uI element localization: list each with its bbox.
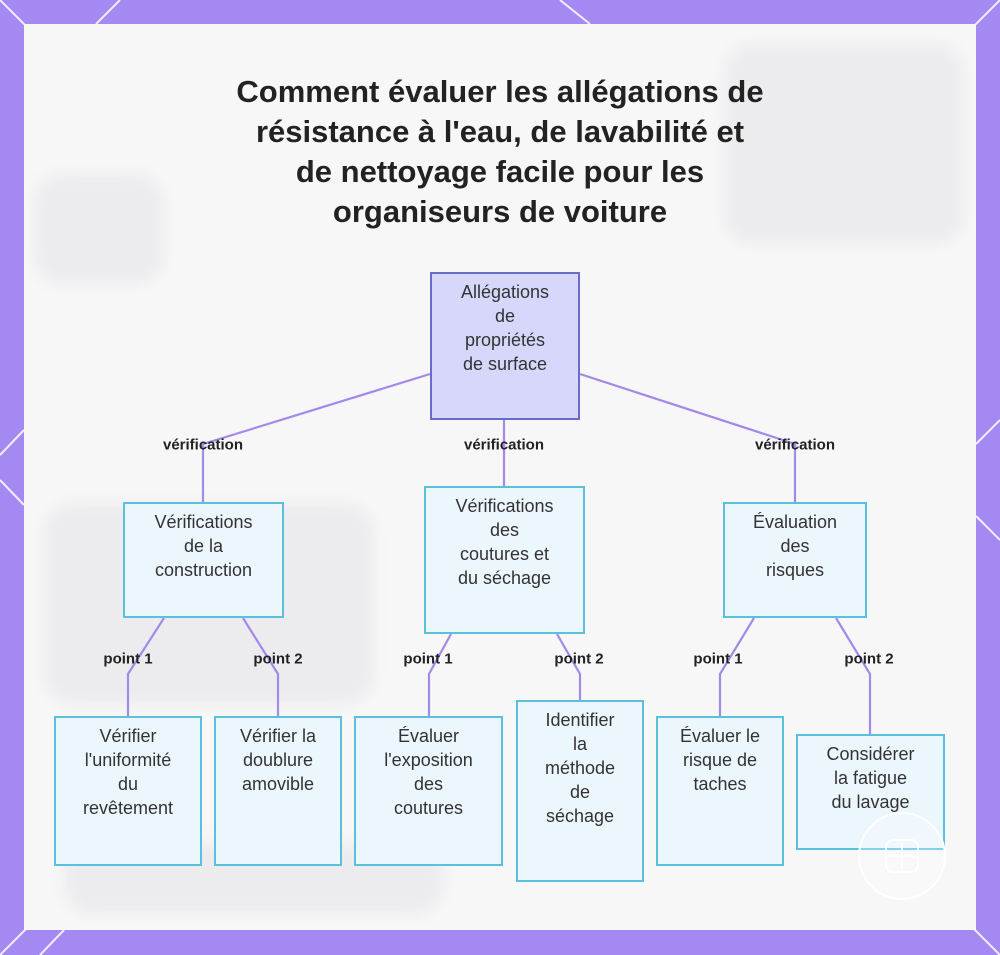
node-label-line: des — [489, 520, 520, 540]
node-label-line: Vérifications — [455, 496, 554, 516]
edge-label-point-1: point 1 — [693, 650, 743, 668]
node-label-line: Évaluation — [752, 512, 838, 532]
title-line: organiseurs de voiture — [332, 194, 668, 229]
node-coating-uniformity: Vérifier l'uniformité du revêtement — [54, 716, 202, 866]
node-label-line: risque de — [682, 750, 758, 770]
node-label-line: du séchage — [457, 568, 552, 588]
node-label-line: coutures — [393, 798, 464, 818]
diagram-title: Comment évaluer les allégations de résis… — [24, 72, 976, 232]
node-label-line: Évaluer le — [679, 726, 761, 746]
node-label-line: amovible — [241, 774, 315, 794]
node-label-line: de — [494, 306, 516, 326]
node-label-line: Vérifications — [154, 512, 253, 532]
node-label-line: la — [572, 734, 587, 754]
node-label-line: du — [117, 774, 139, 794]
node-label-line: Considérer — [826, 744, 915, 764]
node-risk-assessment: Évaluation des risques — [723, 502, 867, 618]
node-label-line: du lavage — [831, 792, 910, 812]
node-seam-exposure: Évaluer l'exposition des coutures — [354, 716, 503, 866]
node-label-line: Évaluer — [397, 726, 460, 746]
node-label-line: taches — [693, 774, 747, 794]
node-label-line: méthode — [544, 758, 616, 778]
node-label-line: de surface — [462, 354, 548, 374]
node-label-line: Allégations — [460, 282, 550, 302]
edge-label-point-2: point 2 — [844, 650, 894, 668]
edge-label-point-2: point 2 — [554, 650, 604, 668]
node-seam-drying-checks: Vérifications des coutures et du séchage — [424, 486, 585, 634]
node-drying-method: Identifier la méthode de séchage — [516, 700, 644, 882]
edge-seams-drying — [556, 633, 582, 700]
edge-root-construction — [201, 372, 431, 502]
node-label-line: revêtement — [82, 798, 174, 818]
edge-label-point-1: point 1 — [403, 650, 453, 668]
node-stain-risk: Évaluer le risque de taches — [656, 716, 784, 866]
edge-label-point-2: point 2 — [253, 650, 303, 668]
node-label-line: construction — [154, 560, 253, 580]
node-label-line: de la — [183, 536, 224, 556]
logo-badge — [858, 812, 946, 900]
edge-seams-exposure — [427, 633, 452, 716]
grid-app-icon — [885, 839, 919, 873]
node-label-line: de — [569, 782, 591, 802]
node-label-line: risques — [765, 560, 825, 580]
node-label-line: l'exposition — [384, 750, 473, 770]
node-label-line: doublure — [242, 750, 314, 770]
node-label-line: Vérifier — [99, 726, 157, 746]
node-construction-checks: Vérifications de la construction — [123, 502, 284, 618]
connector-lines — [126, 372, 872, 734]
edge-label-verification: vérification — [162, 436, 244, 454]
edge-root-risks — [579, 372, 797, 502]
node-label-line: des — [413, 774, 444, 794]
edge-label-verification: vérification — [754, 436, 836, 454]
node-surface-claims: Allégations de propriétés de surface — [430, 272, 580, 420]
node-label-line: Identifier — [545, 710, 615, 730]
node-label-line: la fatigue — [833, 768, 908, 788]
edge-risks-stains — [718, 617, 755, 716]
edge-construction-coating — [126, 617, 165, 716]
title-line: Comment évaluer les allégations de — [236, 74, 764, 109]
title-line: résistance à l'eau, de lavabilité et — [255, 114, 745, 149]
diagram-card: Comment évaluer les allégations de résis… — [24, 24, 976, 930]
title-line: de nettoyage facile pour les — [295, 154, 705, 189]
node-label-line: des — [780, 536, 810, 556]
node-label-line: coutures et — [459, 544, 550, 564]
edge-risks-fatigue — [835, 617, 872, 734]
edge-construction-lining — [242, 617, 280, 716]
node-removable-lining: Vérifier la doublure amovible — [214, 716, 342, 866]
node-label-line: l'uniformité — [84, 750, 172, 770]
edge-label-verification: vérification — [463, 436, 545, 454]
edge-label-point-1: point 1 — [103, 650, 153, 668]
node-label-line: propriétés — [464, 330, 546, 350]
node-label-line: séchage — [545, 806, 615, 826]
node-label-line: Vérifier la — [239, 726, 317, 746]
